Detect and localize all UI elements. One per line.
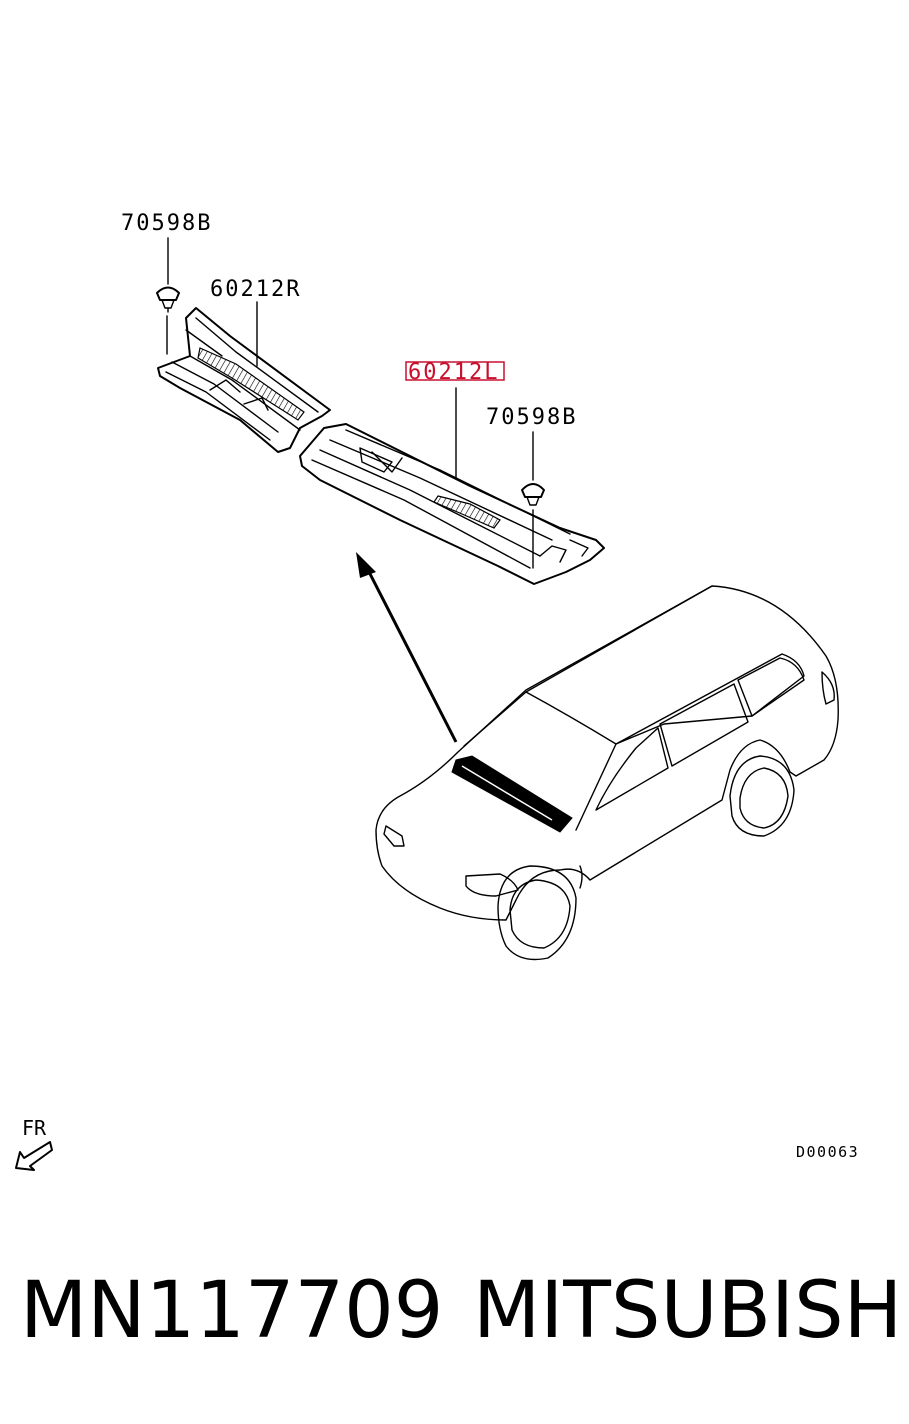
part-number: MN117709 bbox=[20, 1266, 444, 1356]
callout-panel-right: 60212R bbox=[210, 277, 301, 302]
clip-left-icon bbox=[156, 286, 180, 313]
vehicle-outline bbox=[375, 585, 839, 961]
brand-name: MITSUBISHI bbox=[473, 1266, 909, 1356]
clip-right-assembly: 70598B bbox=[486, 405, 577, 569]
front-arrow-icon bbox=[15, 1141, 53, 1171]
panel-right-assembly: 60212R bbox=[157, 277, 331, 453]
part-caption: MN117709 MITSUBISHI bbox=[0, 1266, 909, 1366]
location-arrow bbox=[356, 552, 458, 743]
diagram-code: D00063 bbox=[796, 1143, 859, 1161]
clip-left-assembly: 70598B bbox=[121, 211, 212, 355]
callout-clip-right: 70598B bbox=[486, 405, 577, 430]
clip-right-icon bbox=[521, 483, 545, 506]
panel-left-assembly: 60212L bbox=[299, 360, 605, 585]
cowl-panel-left bbox=[299, 423, 605, 585]
callout-panel-left: 60212L bbox=[408, 360, 499, 385]
highlight-box bbox=[405, 361, 505, 381]
cowl-panel-right bbox=[157, 307, 331, 453]
fr-label: FR bbox=[22, 1116, 47, 1140]
front-direction-indicator: FR bbox=[15, 1116, 53, 1171]
callout-clip-left: 70598B bbox=[121, 211, 212, 236]
